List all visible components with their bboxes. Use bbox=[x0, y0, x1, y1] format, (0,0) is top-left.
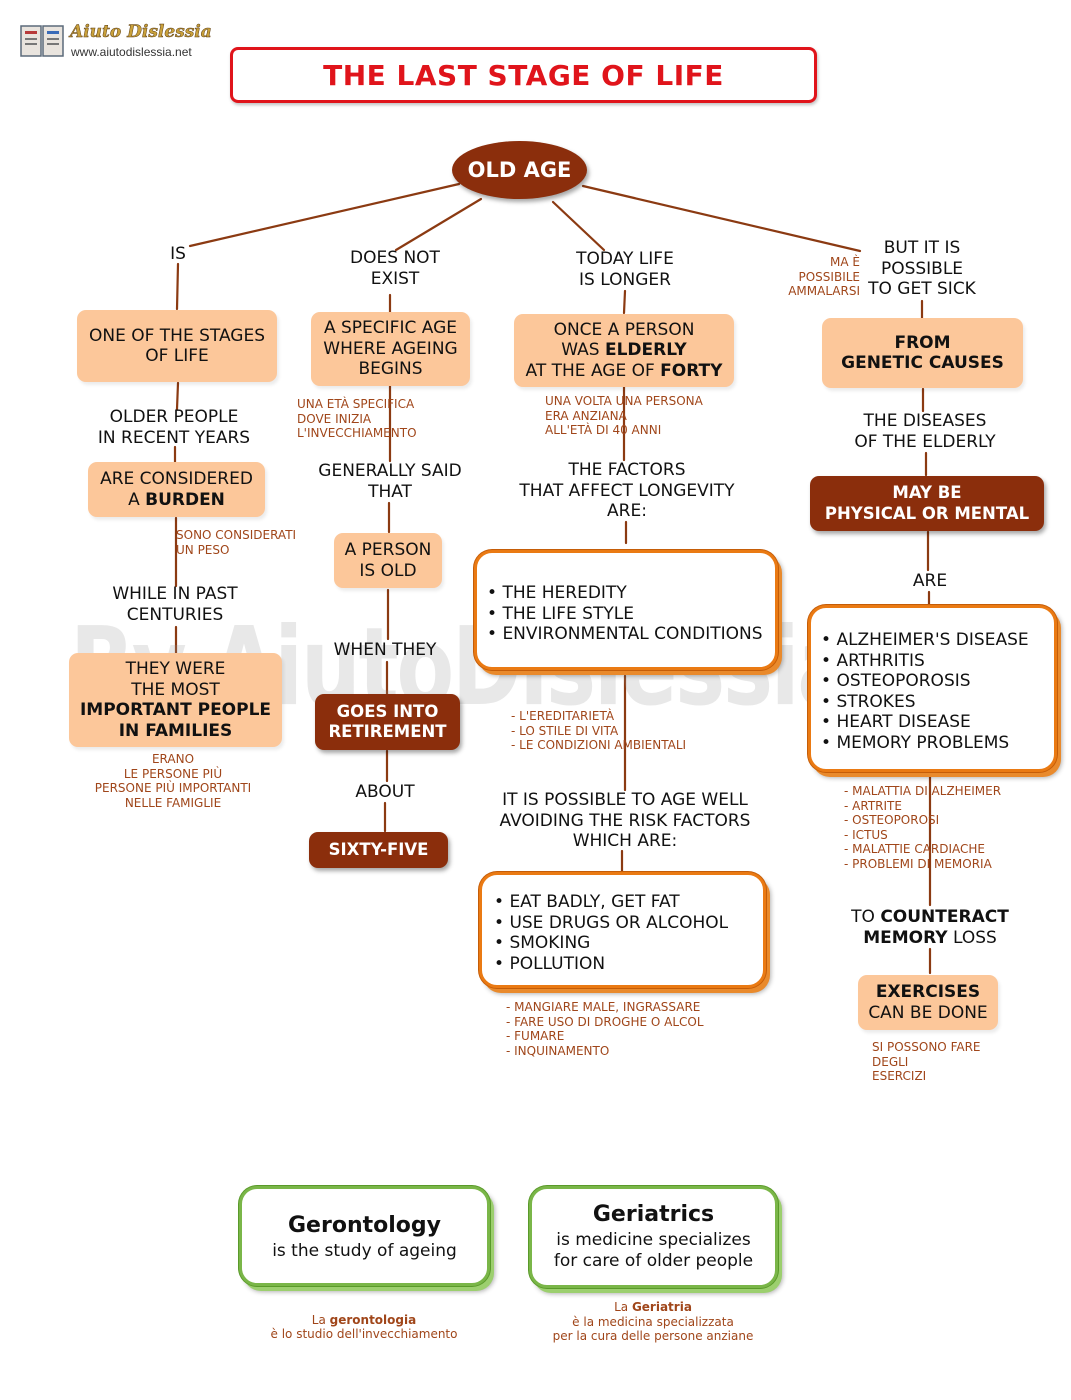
note-diseases-it: - MALATTIA DI ALZHEIMER - ARTRITE - OSTE… bbox=[844, 784, 1002, 871]
link-older-people: OLDER PEOPLE IN RECENT YEARS bbox=[97, 407, 251, 448]
diseases-box: ALZHEIMER'S DISEASEARTHRITISOSTEOPOROSIS… bbox=[808, 605, 1057, 772]
gerontology-box: Gerontology is the study of ageing bbox=[239, 1186, 490, 1286]
box-burden: ARE CONSIDERED A BURDEN bbox=[88, 462, 265, 517]
page-title: THE LAST STAGE OF LIFE bbox=[323, 58, 724, 92]
diseases-list: ALZHEIMER'S DISEASEARTHRITISOSTEOPOROSIS… bbox=[821, 630, 1029, 754]
geriatrics-term: Geriatrics bbox=[592, 1202, 715, 1227]
factors-list: THE HEREDITYTHE LIFE STYLEENVIRONMENTAL … bbox=[487, 583, 763, 645]
box-burden-label: ARE CONSIDERED A BURDEN bbox=[100, 469, 253, 510]
box-retirement-label: GOES INTO RETIREMENT bbox=[328, 701, 447, 742]
disease-item: OSTEOPOROSIS bbox=[821, 671, 1029, 692]
box-specific-age-label: A SPECIFIC AGE WHERE AGEING BEGINS bbox=[323, 318, 458, 380]
book-logo-icon bbox=[20, 25, 64, 57]
link-is: IS bbox=[170, 244, 186, 264]
note-elderly-it: UNA VOLTA UNA PERSONA ERA ANZIANA ALL'ET… bbox=[545, 394, 703, 438]
disease-item: ARTHRITIS bbox=[821, 651, 1029, 672]
risk-item: USE DRUGS OR ALCOHOL bbox=[494, 913, 728, 934]
box-person-old: A PERSON IS OLD bbox=[334, 533, 442, 588]
note-get-sick-it: MA È POSSIBILE AMMALARSI bbox=[788, 255, 860, 299]
risk-item: SMOKING bbox=[494, 933, 728, 954]
box-person-old-label: A PERSON IS OLD bbox=[344, 540, 432, 581]
factor-item: THE HEREDITY bbox=[487, 583, 763, 604]
link-generally-said: GENERALLY SAID THAT bbox=[318, 461, 462, 502]
disease-item: MEMORY PROBLEMS bbox=[821, 733, 1029, 754]
box-genetic-causes-label: FROM GENETIC CAUSES bbox=[841, 332, 1004, 374]
note-important-it: ERANO LE PERSONE PIÙ PERSONE PIÙ IMPORTA… bbox=[94, 752, 252, 810]
link-does-not-exist: DOES NOT EXIST bbox=[350, 248, 440, 289]
box-retirement: GOES INTO RETIREMENT bbox=[315, 694, 460, 750]
logo-name: Aiuto Dislessia bbox=[70, 22, 212, 43]
disease-item: ALZHEIMER'S DISEASE bbox=[821, 630, 1028, 651]
link-today-life: TODAY LIFE IS LONGER bbox=[576, 249, 674, 290]
box-physical-mental-label: MAY BE PHYSICAL OR MENTAL bbox=[824, 483, 1030, 523]
link-age-well: IT IS POSSIBLE TO AGE WELL AVOIDING THE … bbox=[499, 790, 751, 851]
geriatrics-box: Geriatrics is medicine specializes for c… bbox=[529, 1186, 778, 1288]
gerontology-definition: is the study of ageing bbox=[272, 1241, 457, 1261]
link-when-they: WHEN THEY bbox=[333, 640, 437, 660]
risk-item: EAT BADLY, GET FAT bbox=[494, 892, 728, 913]
box-once-elderly-label: ONCE A PERSON WAS ELDERLY AT THE AGE OF … bbox=[525, 319, 723, 381]
link-about: ABOUT bbox=[355, 782, 415, 802]
box-one-of-the-stages-label: ONE OF THE STAGES OF LIFE bbox=[88, 325, 265, 367]
factor-item: ENVIRONMENTAL CONDITIONS bbox=[487, 624, 762, 645]
disease-item: HEART DISEASE bbox=[821, 712, 1029, 733]
risks-box: EAT BADLY, GET FATUSE DRUGS OR ALCOHOLSM… bbox=[479, 872, 766, 988]
page-title-box: THE LAST STAGE OF LIFE bbox=[230, 47, 817, 103]
root-label: OLD AGE bbox=[467, 158, 572, 182]
note-factors-it: - L'EREDITARIETÀ - LO STILE DI VITA - LE… bbox=[511, 709, 687, 753]
note-burden-it: SONO CONSIDERATI UN PESO bbox=[176, 528, 297, 557]
box-sixty-five: SIXTY-FIVE bbox=[309, 832, 448, 868]
box-important-people: THEY WERE THE MOST IMPORTANT PEOPLE IN F… bbox=[69, 653, 282, 747]
link-factors: THE FACTORS THAT AFFECT LONGEVITY ARE: bbox=[519, 460, 735, 521]
note-specific-age-it: UNA ETÀ SPECIFICA DOVE INIZIA L'INVECCHI… bbox=[297, 397, 417, 441]
box-sixty-five-label: SIXTY-FIVE bbox=[328, 839, 429, 859]
risk-item: POLLUTION bbox=[494, 954, 728, 975]
box-physical-mental: MAY BE PHYSICAL OR MENTAL bbox=[810, 476, 1044, 531]
gerontology-term: Gerontology bbox=[288, 1213, 441, 1238]
geriatrics-definition: is medicine specializes for care of olde… bbox=[553, 1230, 754, 1271]
factors-box: THE HEREDITYTHE LIFE STYLEENVIRONMENTAL … bbox=[474, 550, 778, 670]
link-diseases-elderly: THE DISEASES OF THE ELDERLY bbox=[854, 411, 996, 452]
box-once-elderly: ONCE A PERSON WAS ELDERLY AT THE AGE OF … bbox=[514, 314, 734, 387]
link-are: ARE bbox=[912, 571, 948, 591]
box-genetic-causes: FROM GENETIC CAUSES bbox=[822, 318, 1023, 388]
box-important-people-label: THEY WERE THE MOST IMPORTANT PEOPLE IN F… bbox=[79, 659, 272, 741]
risks-list: EAT BADLY, GET FATUSE DRUGS OR ALCOHOLSM… bbox=[494, 892, 728, 974]
link-get-sick: BUT IT IS POSSIBLE TO GET SICK bbox=[868, 238, 976, 299]
factor-item: THE LIFE STYLE bbox=[487, 604, 763, 625]
box-specific-age: A SPECIFIC AGE WHERE AGEING BEGINS bbox=[311, 312, 470, 386]
link-past-centuries: WHILE IN PAST CENTURIES bbox=[112, 584, 238, 625]
box-one-of-the-stages: ONE OF THE STAGES OF LIFE bbox=[77, 310, 277, 382]
note-exercises-it: SI POSSONO FARE DEGLI ESERCIZI bbox=[872, 1040, 981, 1084]
logo-url: www.aiutodislessia.net bbox=[71, 45, 192, 59]
logo[interactable]: Aiuto Dislessia www.aiutodislessia.net bbox=[18, 18, 212, 64]
root-node-old-age: OLD AGE bbox=[452, 141, 587, 199]
disease-item: STROKES bbox=[821, 692, 1029, 713]
note-risks-it: - MANGIARE MALE, INGRASSARE - FARE USO D… bbox=[506, 1000, 704, 1058]
